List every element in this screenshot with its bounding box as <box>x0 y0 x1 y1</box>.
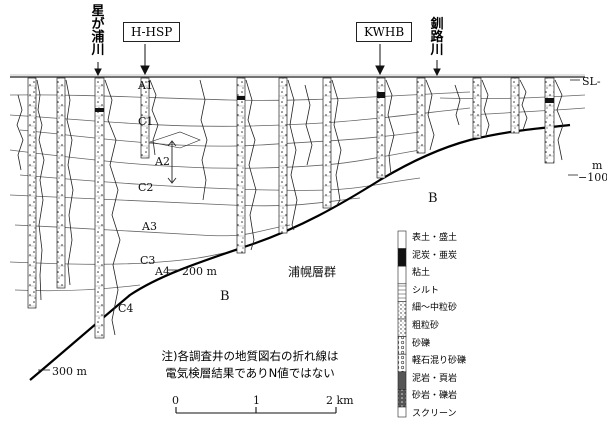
borehole <box>278 77 288 234</box>
layer-label-c3: C3 <box>140 254 156 267</box>
kushiro-river-label: 釧路川 <box>430 17 444 58</box>
legend-label: 砂礫 <box>412 338 431 349</box>
legend-label: 軽石混り砂礫 <box>412 356 467 367</box>
boreholes <box>27 77 555 339</box>
layer-label-a1: A1 <box>138 79 153 92</box>
note-line-1: 注)各調査井の地質図右の折れ線は <box>161 349 339 363</box>
h-hsp-label: H-HSP <box>123 22 181 42</box>
a2-range-marker <box>148 131 201 184</box>
legend-label: 細～中粒砂 <box>412 303 458 314</box>
legend-swatch <box>397 283 407 302</box>
legend-label: 粘土 <box>412 268 431 279</box>
scale-bar <box>175 407 337 414</box>
note-line-2: 電気検層結果でありN値ではない <box>165 366 335 380</box>
borehole <box>94 77 105 339</box>
layer-label-c1: C1 <box>138 115 154 128</box>
urahoro-group-label: 浦幌層群 <box>288 265 337 279</box>
borehole <box>56 77 66 289</box>
scale-two-km: 2 km <box>326 394 354 407</box>
borehole <box>376 77 386 179</box>
depth-100-label: −100 <box>578 171 607 184</box>
legend-swatch <box>397 301 407 320</box>
layer-label-a2: A2 <box>155 155 170 168</box>
legend-label: シルト <box>412 285 440 296</box>
marker-arrows <box>94 44 441 77</box>
layer-label-c4: C4 <box>118 302 134 315</box>
borehole <box>544 77 555 164</box>
legend-swatch <box>397 318 407 337</box>
meter-unit-label: m <box>592 159 603 172</box>
electric-logs <box>16 79 564 336</box>
hoshigaura-river-label: 星が浦川 <box>91 4 105 58</box>
legend-swatch <box>397 336 407 355</box>
sea-level-label: SL- <box>582 75 601 88</box>
note: 注)各調査井の地質図右の折れ線は 電気検層結果でありN値ではない <box>140 348 360 382</box>
legend-swatch <box>397 371 407 390</box>
depth-leaders <box>38 79 580 371</box>
layer-label-c2: C2 <box>138 181 154 194</box>
legend-swatch <box>397 406 407 418</box>
depth-200-label: 200 m <box>182 265 217 278</box>
layer-label-a3: A3 <box>142 220 157 233</box>
borehole <box>27 77 37 309</box>
scale-one: 1 <box>253 394 260 407</box>
legend-label: 泥炭・亜炭 <box>412 250 458 261</box>
legend-swatch <box>397 248 407 267</box>
legend-swatch <box>397 230 407 249</box>
legend-label: 粗粒砂 <box>412 321 440 331</box>
basement-label-left: B <box>220 289 230 304</box>
borehole <box>416 77 426 154</box>
borehole <box>510 77 520 134</box>
legend-label: スクリーン <box>412 409 457 419</box>
legend-swatch <box>397 353 407 373</box>
legend-label: 泥岩・頁岩 <box>412 373 458 384</box>
depth-300-label: 300 m <box>52 365 87 378</box>
borehole <box>236 77 246 254</box>
scale-zero: 0 <box>172 394 179 407</box>
legend-label: 表土・盛土 <box>412 233 458 243</box>
borehole <box>322 77 332 209</box>
kwhb-label: KWHB <box>356 22 413 42</box>
basement-label-right: B <box>428 191 438 206</box>
borehole <box>472 77 482 139</box>
legend-swatch <box>397 265 407 285</box>
layer-label-a4: A4 <box>155 265 170 278</box>
basement-boundary <box>29 123 571 381</box>
legend-label: 砂岩・礫岩 <box>412 391 458 402</box>
borehole <box>140 77 150 159</box>
legend-swatch <box>397 389 407 408</box>
